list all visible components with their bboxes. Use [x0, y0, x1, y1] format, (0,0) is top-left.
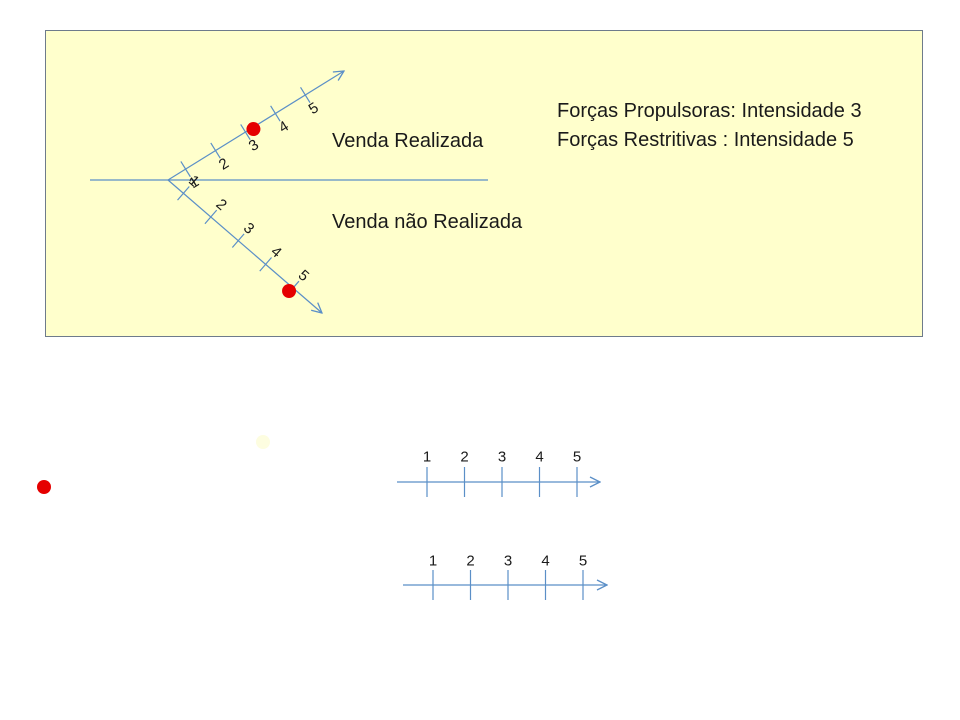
loose-pale-dot [256, 435, 270, 449]
upper-tick-3 [240, 124, 251, 141]
scale-2-label: 5 [579, 553, 587, 570]
lower-branch-label: Venda não Realizada [332, 211, 523, 233]
scale-2-label: 1 [429, 553, 437, 570]
lower-tick-3 [231, 233, 245, 248]
scale-2-label: 2 [466, 553, 474, 570]
lower-tick-2 [204, 209, 218, 225]
scale-1-label: 3 [498, 449, 506, 466]
scale-1-label: 1 [423, 449, 431, 466]
upper-branch-ticks [180, 87, 311, 178]
loose-red-dot [37, 480, 51, 494]
standalone-scale-1: 1 2 3 4 5 [397, 449, 600, 497]
upper-tick-2 [210, 142, 221, 159]
scale-2-label: 3 [504, 553, 512, 570]
lower-tick-1 [177, 186, 190, 201]
scale-1-label: 4 [535, 449, 543, 466]
upper-tick-4 [270, 105, 281, 122]
upper-branch-label: Venda Realizada [332, 130, 484, 152]
legend-line-propulsoras: Forças Propulsoras: Intensidade 3 [557, 100, 862, 122]
scale-1-label: 2 [460, 449, 468, 466]
diagram-panel [45, 30, 923, 337]
lower-intensity-marker [282, 283, 297, 298]
standalone-scale-2: 1 2 3 4 5 [403, 553, 607, 600]
upper-tick-5 [300, 87, 311, 103]
upper-intensity-marker [246, 122, 261, 137]
scale-1-label: 5 [573, 449, 581, 466]
lower-tick-4 [259, 257, 272, 272]
legend-line-restritivas: Forças Restritivas : Intensidade 5 [557, 129, 854, 151]
upper-tick-1 [180, 161, 191, 178]
lower-branch-arrow [167, 179, 322, 313]
scale-2-label: 4 [541, 553, 549, 570]
